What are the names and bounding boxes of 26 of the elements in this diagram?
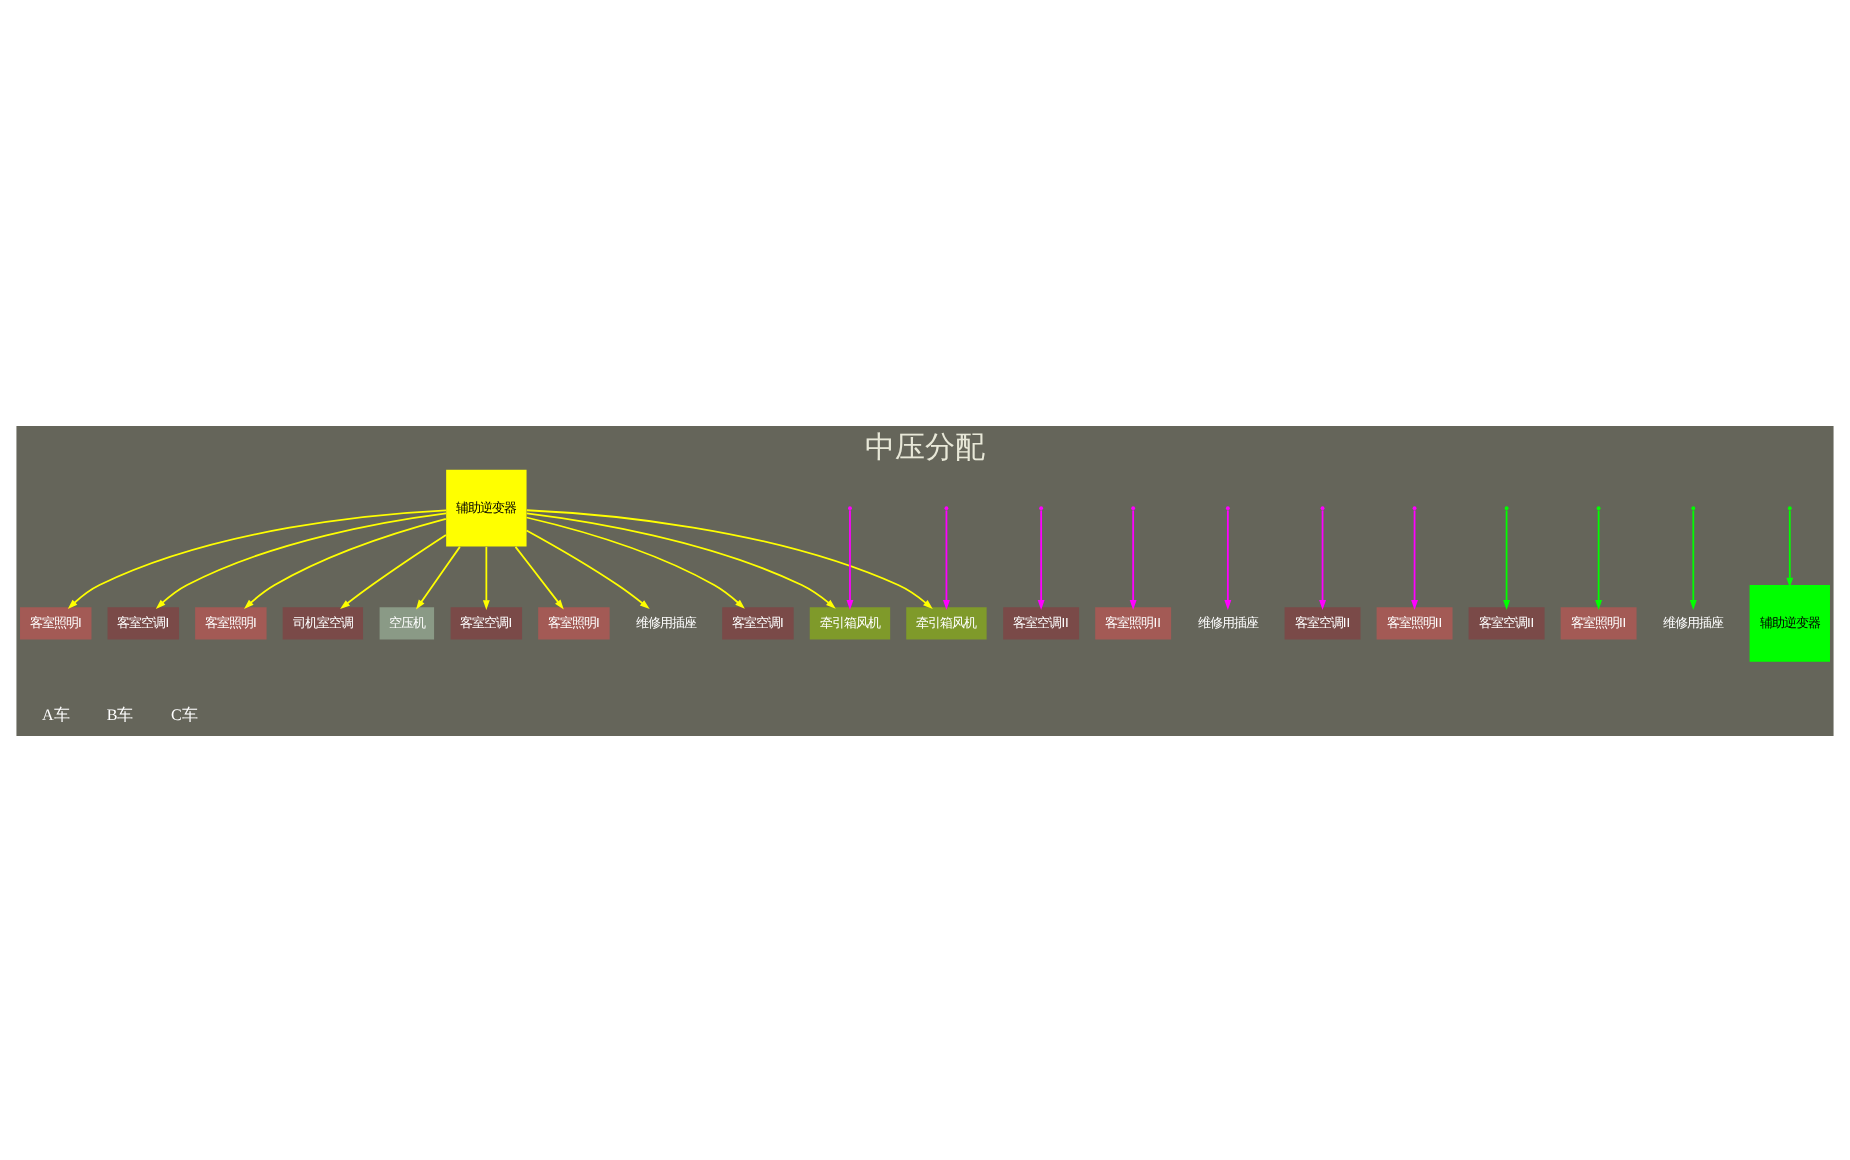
arrow (340, 533, 447, 608)
arrow (1319, 508, 1326, 609)
arrow (1689, 508, 1697, 609)
label: A车 (41, 705, 70, 724)
label: C车 (171, 705, 198, 724)
arrow (155, 511, 447, 608)
diagram-title: 中压分配 (865, 428, 985, 465)
arrow (482, 544, 490, 609)
label: B车 (106, 705, 134, 724)
arrow (1411, 508, 1419, 609)
arrow (67, 508, 447, 609)
arrow (1503, 508, 1511, 609)
arrow (1037, 508, 1045, 609)
arrow (1595, 508, 1603, 609)
arrow (1224, 508, 1232, 609)
arrow (846, 508, 854, 609)
arrow (525, 515, 745, 608)
arrow (1129, 508, 1137, 609)
arrow (525, 511, 836, 608)
arrow (415, 544, 461, 609)
arrow (525, 528, 650, 608)
arrow (943, 508, 950, 609)
arrow (1786, 508, 1794, 587)
arrow (244, 517, 447, 608)
arrow (514, 544, 564, 609)
arrow (525, 508, 933, 608)
